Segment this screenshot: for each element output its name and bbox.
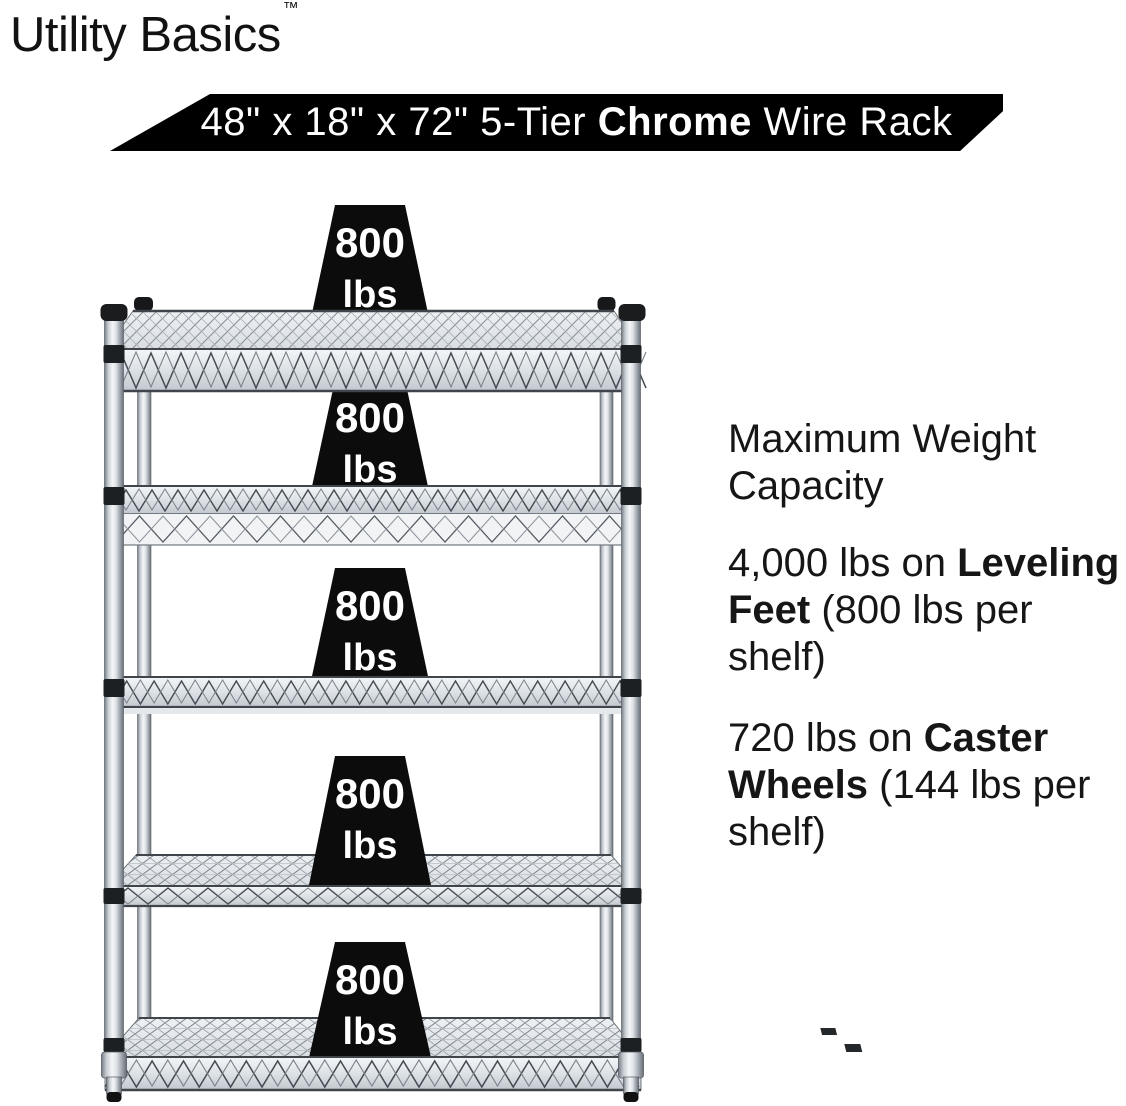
trademark-symbol: ™ [282, 0, 299, 17]
shelf-tier-3 [112, 676, 635, 714]
capacity-heading: Maximum Weight Capacity [728, 416, 1126, 510]
back-right-post-cap [597, 297, 616, 311]
weight-badge-4: 800 lbs [308, 756, 432, 890]
para-line: shelf) [728, 635, 826, 679]
para-line: 720 lbs on Caster [728, 716, 1049, 760]
shelf-tier-5-front [104, 1056, 642, 1092]
shelf-tier-2 [112, 485, 634, 546]
weight-value: 800 [335, 582, 405, 629]
leveling-feet [101, 1051, 644, 1102]
post-collars [103, 345, 642, 1052]
shelf-clips [820, 1028, 863, 1052]
weight-unit: lbs [343, 274, 398, 316]
banner-title: 48" x 18" x 72" 5-Tier Chrome Wire Rack [200, 100, 953, 144]
brand-name: Utility Basics [10, 8, 281, 62]
weight-unit: lbs [343, 825, 398, 867]
capacity-info: Maximum Weight Capacity 4,000 lbs on Lev… [728, 416, 1126, 890]
shelf-tier-1 [105, 309, 647, 393]
leveling-feet-capacity: 4,000 lbs on Leveling Feet (800 lbs per … [728, 540, 1126, 681]
front-left-post-cap [100, 304, 128, 321]
weight-badge-5: 800 lbs [308, 942, 432, 1062]
weight-unit: lbs [343, 637, 398, 679]
weight-badge-2: 800 lbs [308, 380, 432, 505]
weight-value: 800 [335, 219, 405, 266]
caster-wheels-capacity: 720 lbs on Caster Wheels (144 lbs per sh… [728, 715, 1126, 856]
para-line: Feet (800 lbs per [728, 588, 1033, 632]
para-line: shelf) [728, 810, 826, 854]
weight-value: 800 [335, 956, 405, 1003]
heading-line: Maximum Weight [728, 417, 1037, 461]
para-line: 4,000 lbs on Leveling [728, 541, 1120, 585]
weight-badge-3: 800 lbs [308, 568, 432, 695]
weight-badge-1: 800 lbs [308, 205, 432, 332]
shelf-tier-5 [103, 1017, 863, 1058]
back-left-post-cap [134, 297, 153, 311]
weight-unit: lbs [343, 449, 398, 491]
title-banner: 48" x 18" x 72" 5-Tier Chrome Wire Rack [110, 94, 1003, 151]
shelf-tier-4-front [107, 885, 639, 908]
weight-unit: lbs [343, 1011, 398, 1053]
para-line: Wheels (144 lbs per [728, 763, 1091, 807]
front-right-post-cap [618, 304, 646, 321]
heading-line: Capacity [728, 464, 884, 508]
weight-value: 800 [335, 394, 405, 441]
weight-value: 800 [335, 770, 405, 817]
front-posts [100, 304, 646, 1102]
